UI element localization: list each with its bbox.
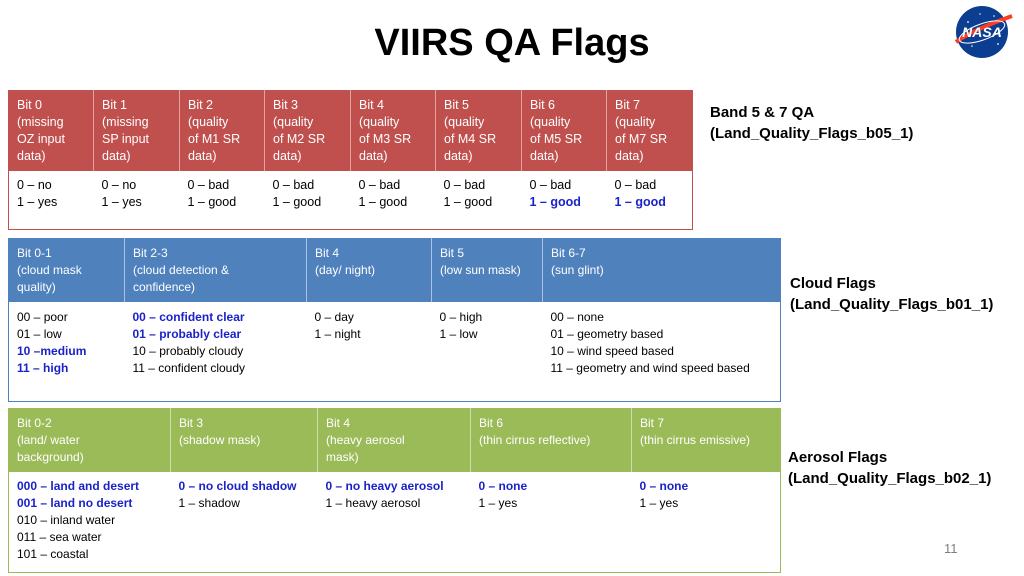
logo-text: NASA xyxy=(962,24,1002,40)
band-qa-label: Band 5 & 7 QA(Land_Quality_Flags_b05_1) xyxy=(710,104,914,142)
header-cell: Bit 6(thin cirrus reflective) xyxy=(470,408,632,472)
header-cell: Bit 2-3(cloud detection &confidence) xyxy=(124,238,307,302)
page-number: 11 xyxy=(944,541,958,556)
header-cell: Bit 3(shadow mask) xyxy=(170,408,318,472)
aerosol-flags-label: Aerosol Flags(Land_Quality_Flags_b02_1) xyxy=(788,449,992,487)
header-cell: Bit 7(thin cirrus emissive) xyxy=(631,408,781,472)
header-cell: Bit 5(low sun mask) xyxy=(431,238,543,302)
page-title: VIIRS QA Flags xyxy=(374,22,650,64)
cloud-flags-label: Cloud Flags(Land_Quality_Flags_b01_1) xyxy=(790,275,994,313)
header-cell: Bit 6-7(sun glint) xyxy=(542,238,781,302)
header-cell: Bit 4(day/ night) xyxy=(306,238,432,302)
nasa-logo: NASA xyxy=(954,6,1013,58)
